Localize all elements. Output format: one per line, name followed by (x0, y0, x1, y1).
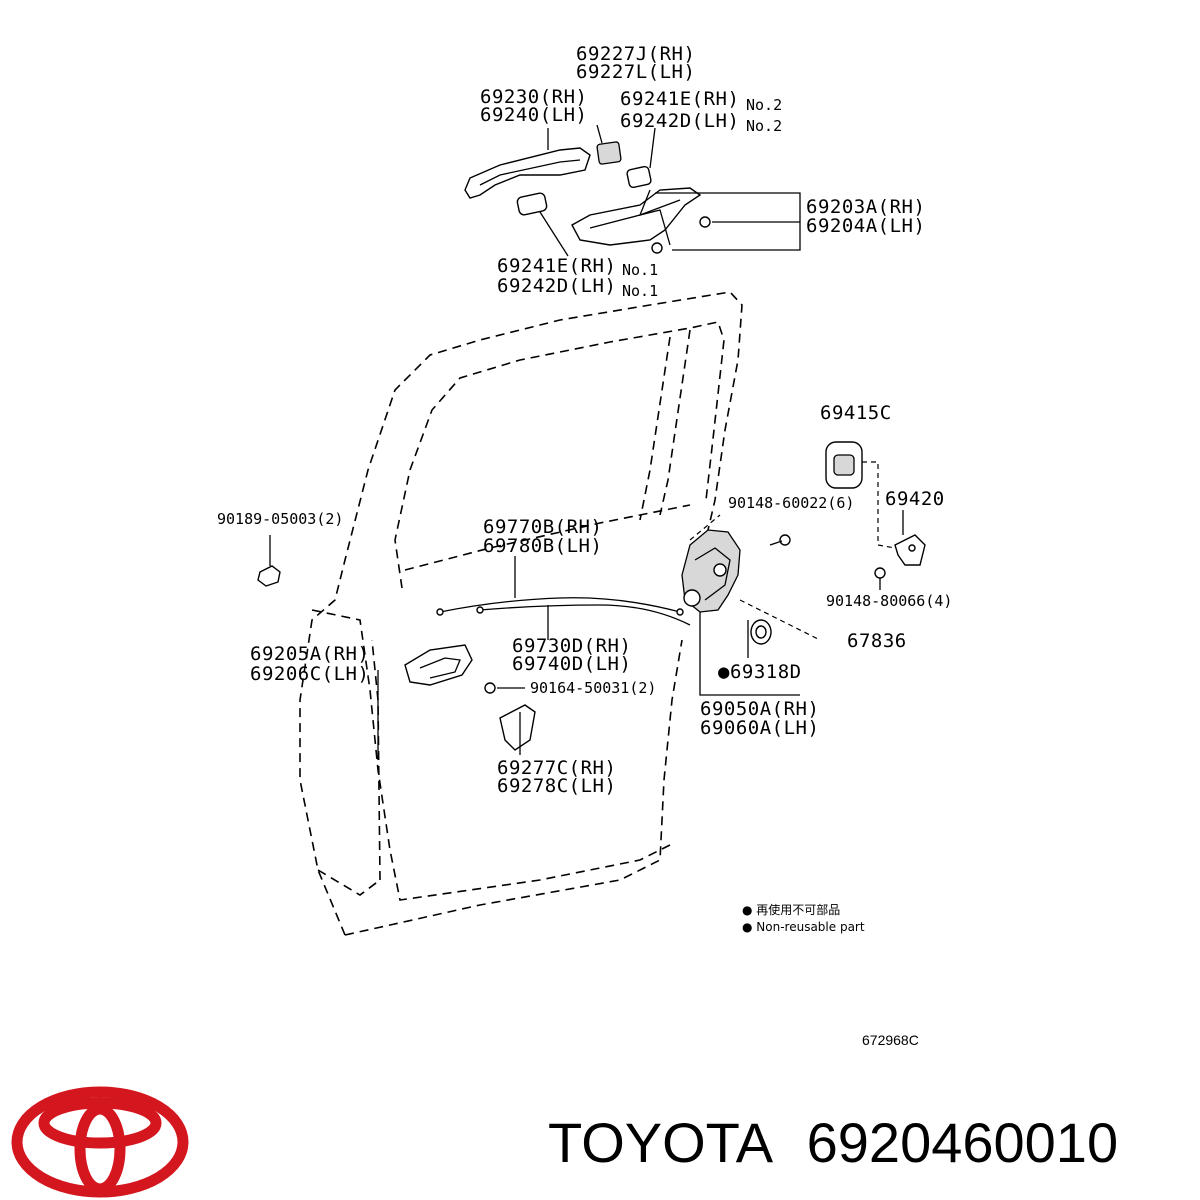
logo-horizontal-ring (38, 1097, 162, 1149)
label-69203A: 69203A(RH) (806, 196, 925, 218)
label-no2-b: No.2 (746, 117, 782, 135)
label-69318D: ●69318D (718, 661, 802, 683)
label-69277C: 69277C(RH) (497, 757, 616, 779)
legend: ● 再使用不可部品 ● Non-reusable part (742, 902, 865, 934)
striker-assembly (825, 441, 926, 590)
legend-non-reusable-jp: ● 再使用不可部品 (742, 902, 840, 917)
label-69227L: 69227L(LH) (576, 61, 695, 83)
label-69780B: 69780B(LH) (483, 535, 602, 557)
door-lock-assembly (681, 529, 800, 696)
label-69242D-no2: 69242D(LH) (620, 110, 739, 132)
label-69241E-no1: 69241E(RH) (497, 255, 616, 277)
label-no2-a: No.2 (746, 96, 782, 114)
inside-handle (377, 644, 536, 760)
lock-rods (436, 556, 691, 640)
toyota-logo-icon (11, 1086, 189, 1198)
outside-handle-assembly (464, 124, 801, 257)
label-69060A: 69060A(LH) (700, 717, 819, 739)
label-69227J: 69227J(RH) (576, 43, 695, 65)
label-69278C: 69278C(LH) (497, 775, 616, 797)
label-69241E-no2: 69241E(RH) (620, 88, 739, 110)
label-no1-a: No.1 (622, 261, 658, 279)
label-69206C: 69206C(LH) (250, 663, 369, 685)
label-69242D-no1: 69242D(LH) (497, 275, 616, 297)
label-69770B: 69770B(RH) (483, 516, 602, 538)
label-90148-60022: 90148-60022(6) (728, 494, 854, 512)
label-69240: 69240(LH) (480, 104, 587, 126)
label-90164-50031: 90164-50031(2) (530, 679, 656, 697)
label-69230: 69230(RH) (480, 86, 587, 108)
brand-name: TOYOTA (548, 1111, 774, 1174)
label-69050A: 69050A(RH) (700, 698, 819, 720)
label-69740D: 69740D(LH) (512, 653, 631, 675)
part-labels: 69227J(RH) 69227L(LH) 69230(RH) 69240(LH… (217, 43, 952, 797)
label-67836: 67836 (847, 630, 907, 652)
legend-non-reusable-en: ● Non-reusable part (742, 920, 865, 934)
label-69204A: 69204A(LH) (806, 215, 925, 237)
label-69420: 69420 (885, 488, 945, 510)
logo-vertical-ring (74, 1103, 126, 1195)
brand-part-number-line: TOYOTA 6920460010 (548, 1108, 1188, 1178)
door-clip (257, 535, 281, 587)
label-no1-b: No.1 (622, 282, 658, 300)
part-number: 6920460010 (806, 1111, 1119, 1174)
label-69205A: 69205A(RH) (250, 643, 369, 665)
label-69730D: 69730D(RH) (512, 635, 631, 657)
figure-number: 672968C (862, 1032, 919, 1048)
label-90148-80066: 90148-80066(4) (826, 592, 952, 610)
leader-lines (689, 514, 821, 641)
label-90189-05003: 90189-05003(2) (217, 510, 343, 528)
door-outline (299, 291, 743, 936)
label-69415C: 69415C (820, 402, 892, 424)
